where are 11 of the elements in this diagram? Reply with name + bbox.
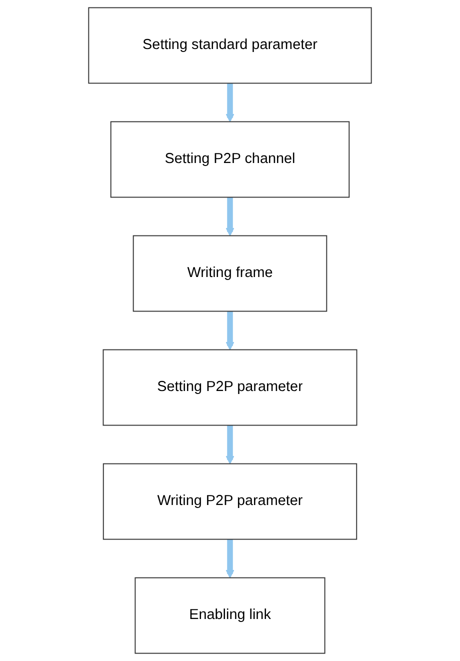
arrow bbox=[226, 539, 234, 578]
arrow bbox=[226, 83, 234, 122]
node-box bbox=[88, 7, 372, 84]
arrow bbox=[226, 197, 234, 236]
arrow bbox=[226, 311, 234, 350]
node-box bbox=[102, 463, 358, 540]
node-box bbox=[134, 577, 326, 654]
node-box bbox=[102, 349, 358, 426]
arrow bbox=[226, 425, 234, 464]
node-box bbox=[110, 121, 350, 198]
node-box bbox=[132, 235, 328, 312]
